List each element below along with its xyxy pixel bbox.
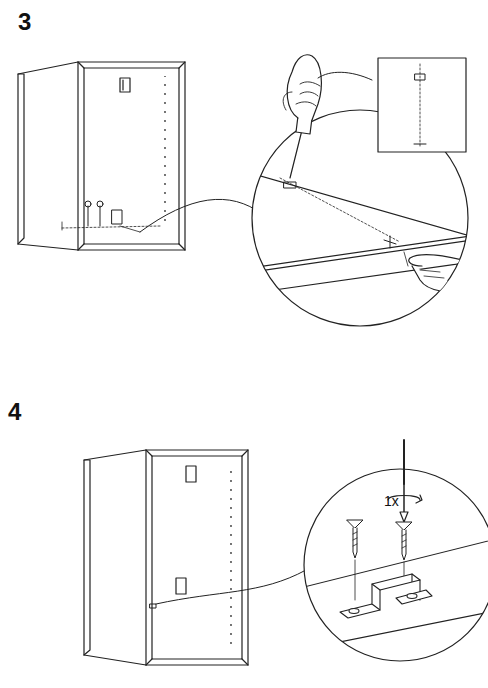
step-number: 4 xyxy=(8,400,21,424)
detail-circle-step3 xyxy=(240,55,472,326)
inset-panel xyxy=(378,58,466,152)
detail-circle-step4 xyxy=(300,440,488,661)
cabinet-step3 xyxy=(18,62,185,250)
cabinet-step4 xyxy=(84,450,248,665)
quantity-label: 1x xyxy=(384,494,399,508)
step-number: 3 xyxy=(18,10,31,34)
